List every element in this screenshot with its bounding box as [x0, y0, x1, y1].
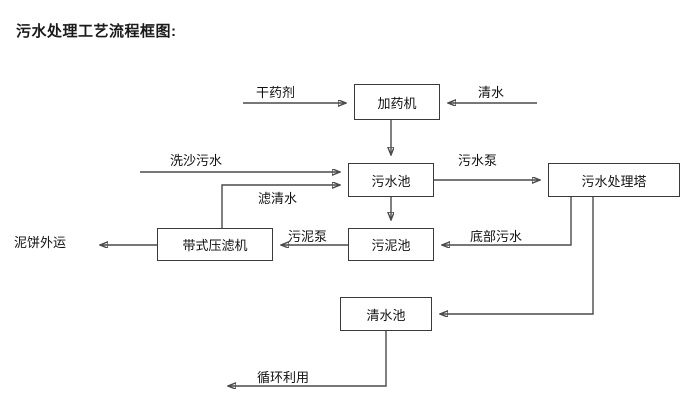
node-clean-water-pool[interactable]: 清水池: [340, 297, 432, 331]
node-sewage-pool[interactable]: 污水池: [348, 163, 434, 197]
node-sludge-pool[interactable]: 污泥池: [348, 228, 434, 261]
edge-label-mud-cake-out: 泥饼外运: [14, 235, 67, 250]
node-treatment-tower[interactable]: 污水处理塔: [548, 163, 680, 197]
node-dosing-machine[interactable]: 加药机: [354, 84, 440, 120]
node-label: 污水处理塔: [581, 173, 647, 189]
edge-filtered-water-to-sewage-pool: [221, 185, 340, 228]
edge-label-sewage-pump: 污水泵: [458, 153, 498, 168]
node-label: 污泥池: [371, 238, 411, 253]
page-title: 污水处理工艺流程框图:: [16, 23, 177, 40]
edge-clean-water-pool-to-recycle: [228, 331, 387, 386]
edge-label-bottom-sewage: 底部污水: [470, 229, 523, 244]
edge-label-filtered-water: 滤清水: [258, 191, 298, 206]
edge-label-sludge-pump: 污泥泵: [288, 229, 328, 244]
edge-label-dry-reagent: 干药剂: [256, 85, 296, 100]
node-label: 加药机: [377, 95, 417, 111]
edge-label-clean-water: 清水: [478, 85, 505, 100]
edge-label-recycle-use: 循环利用: [257, 370, 310, 385]
node-label: 污水池: [371, 173, 411, 189]
edge-tower-to-sludge-pool: [442, 197, 572, 245]
node-label: 带式压滤机: [182, 238, 248, 253]
node-label: 清水池: [366, 307, 406, 323]
edge-label-sand-wash-sewage: 洗沙污水: [170, 153, 223, 168]
node-belt-filter-press[interactable]: 带式压滤机: [157, 228, 273, 261]
edge-tower-to-clean-water-pool: [440, 197, 594, 314]
